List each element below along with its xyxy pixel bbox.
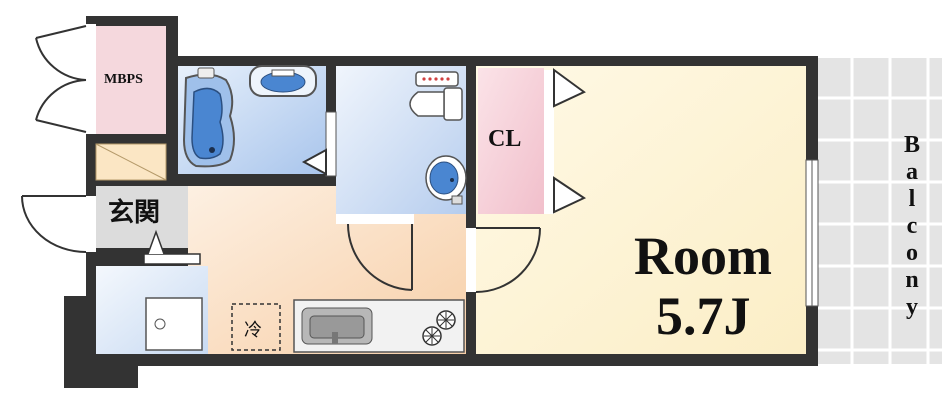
bath-window xyxy=(325,111,337,177)
toilet xyxy=(409,71,463,121)
balcony-letter: y xyxy=(906,294,918,320)
hand-sink xyxy=(425,155,467,205)
room-name-label: Room xyxy=(634,226,772,286)
mbps-doors[interactable] xyxy=(35,25,87,133)
stove xyxy=(422,310,456,346)
balcony-letter: l xyxy=(908,186,916,212)
balcony-letter: c xyxy=(906,213,918,239)
balcony-letter: n xyxy=(905,267,919,293)
washing-machine-pan xyxy=(145,297,203,351)
entrance-label: 玄関 xyxy=(108,198,161,228)
mbps-label: MBPS xyxy=(104,72,143,87)
room-door[interactable] xyxy=(475,227,541,293)
step-marker xyxy=(143,229,201,265)
fridge-label: 冷 xyxy=(244,320,262,341)
balcony-letter: o xyxy=(906,240,918,266)
room-size-label: 5.7J xyxy=(656,286,751,346)
closet-label: CL xyxy=(488,126,522,152)
closet-doors[interactable] xyxy=(553,68,587,214)
balcony-label: B a l c o n y xyxy=(898,132,926,321)
balcony-letter: a xyxy=(906,159,918,185)
mbps-floor xyxy=(96,26,166,134)
bathtub xyxy=(182,67,235,168)
toilet-door[interactable] xyxy=(347,223,413,291)
balcony xyxy=(812,58,942,364)
balcony-letter: B xyxy=(903,132,920,158)
entrance-floor xyxy=(96,186,188,248)
fridge-space xyxy=(231,303,281,351)
closet-floor xyxy=(478,68,544,214)
bath-door[interactable] xyxy=(301,148,327,176)
entrance-door[interactable] xyxy=(21,195,87,253)
balcony-window xyxy=(805,159,819,307)
wash-basin xyxy=(249,65,317,97)
